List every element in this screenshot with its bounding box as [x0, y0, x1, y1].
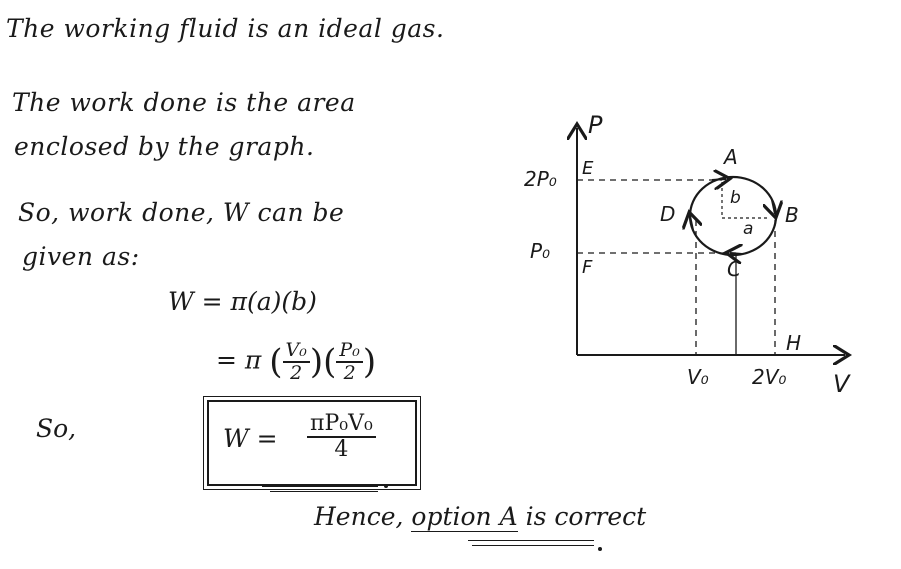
underline-dot [384, 484, 388, 488]
result-underline [262, 486, 378, 487]
semi-axis-b-label: b [730, 188, 741, 208]
result-fraction: πP₀V₀ 4 [307, 411, 376, 463]
work-given-line-1: So, work done, W can be [18, 198, 345, 227]
conclusion-underline [468, 540, 594, 541]
result-numerator: πP₀V₀ [307, 411, 376, 439]
paren-open: ( [269, 341, 283, 382]
cycle-arrow-a [711, 179, 726, 180]
equation-area-formula: W = π(a)(b) [168, 287, 317, 316]
semi-axis-a-label: a [743, 219, 753, 239]
fraction-denominator: 2 [290, 361, 303, 384]
cycle-arrow-d [690, 216, 693, 231]
paren-close: ) [362, 341, 377, 382]
cycle-arrow-b [772, 199, 775, 214]
tick-2p0: 2P₀ [524, 167, 557, 191]
point-e: E [582, 158, 594, 179]
p-axis-label: P [588, 111, 603, 139]
conclusion-prefix: Hence, [314, 502, 412, 531]
point-f: F [582, 257, 593, 278]
v-axis-label: V [833, 370, 851, 398]
equation-substitution-lead: = π [216, 345, 262, 375]
conclusion-underline [472, 545, 594, 546]
cycle-arrow-c [730, 253, 742, 254]
paren-close: ) [309, 341, 324, 382]
work-given-line-2: given as: [22, 242, 140, 271]
tick-2v0: 2V₀ [752, 365, 786, 389]
work-area-line-1: The work done is the area [12, 88, 356, 117]
conclusion: Hence, option A is correct [314, 502, 647, 532]
underline-dot [598, 547, 602, 551]
point-a: A [722, 145, 738, 169]
work-area-line-2: enclosed by the graph. [14, 132, 315, 161]
result-lhs: W = [223, 424, 278, 453]
tick-p0: P₀ [530, 239, 550, 263]
result-denominator: 4 [334, 437, 349, 463]
result-underline [270, 491, 378, 492]
pv-diagram: P V 2P₀ P₀ V₀ 2V₀ A B C D E F H a b [524, 111, 870, 398]
result-box: W = πP₀V₀ 4 [203, 396, 421, 490]
point-d: D [660, 202, 675, 226]
point-c: C [727, 257, 741, 281]
tick-v0: V₀ [687, 365, 709, 389]
point-b: B [785, 203, 799, 227]
conclusion-option: option A [411, 502, 518, 532]
conclusion-suffix: is correct [517, 502, 647, 531]
so-label: So, [36, 414, 77, 443]
intro-line: The working fluid is an ideal gas. [6, 14, 445, 43]
fraction-numerator: P₀ [336, 340, 363, 363]
paren-open: ( [323, 341, 337, 382]
fraction-denominator: 2 [343, 361, 356, 384]
fraction-numerator: V₀ [282, 340, 310, 363]
point-h: H [786, 331, 801, 355]
